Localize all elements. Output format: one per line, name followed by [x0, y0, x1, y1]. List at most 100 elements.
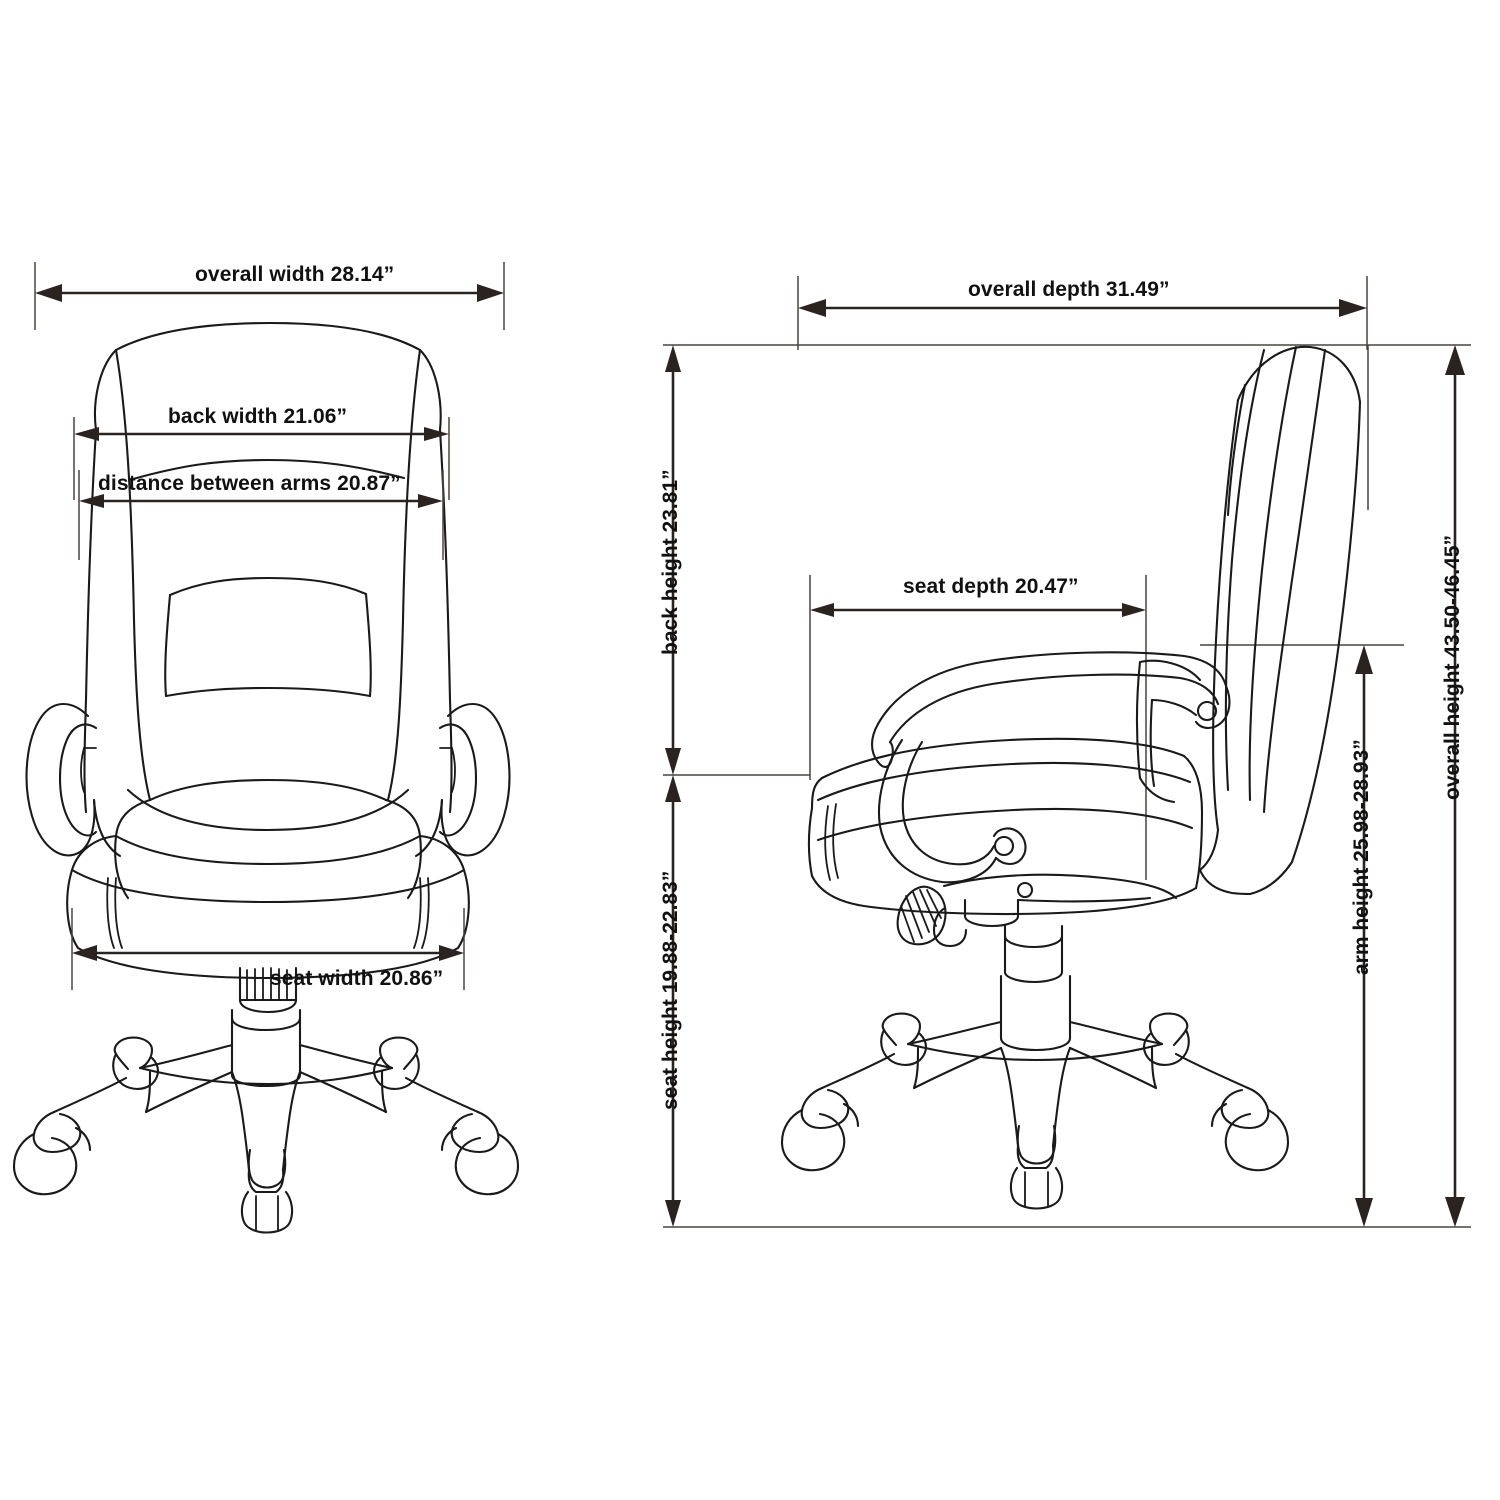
- base-side-upper-arc: [906, 1042, 1164, 1062]
- base-side-spoke-l-upper: [820, 1052, 896, 1090]
- arrowhead-oh-top: [1445, 345, 1465, 375]
- armrest-right-inner: [438, 723, 477, 837]
- arrowhead-ah-top: [1355, 645, 1373, 674]
- cylinder-front: [230, 1008, 302, 1088]
- arrowhead-dba-right: [418, 494, 443, 508]
- caster-side-wheel-l: [780, 1108, 846, 1172]
- base-side-spoke-r-inner: [1150, 1046, 1158, 1090]
- arrowhead-od-left: [798, 299, 826, 317]
- armrest-loop-knuckle: [992, 827, 1027, 866]
- armrest-right-outer: [440, 702, 511, 857]
- base-side-spoke-l-inner: [912, 1046, 920, 1090]
- backrest-inner-right: [386, 348, 422, 802]
- seat-left-seam-detail: [106, 877, 115, 949]
- backrest-side-seam-3: [1262, 348, 1327, 814]
- side-view-group: [663, 276, 1471, 1228]
- backrest-lower-bottom: [1198, 868, 1252, 896]
- arrowhead-ah-bottom: [1355, 1198, 1373, 1227]
- arrowhead-bh-top: [665, 345, 681, 372]
- caster-wheel-right: [454, 1132, 520, 1196]
- gas-cylinder-seam: [1003, 934, 1064, 949]
- seat-mid-seam: [70, 868, 466, 904]
- arrowhead-ow-right: [477, 284, 504, 302]
- knob-rib-2: [912, 891, 930, 933]
- dim-label-overall-width: overall width 28.14”: [195, 263, 395, 286]
- back-support-bottom: [1138, 776, 1176, 804]
- backrest-lower-front: [1198, 828, 1220, 872]
- seat-bottom-edge: [76, 946, 460, 980]
- mechanism-plate-top: [942, 873, 1178, 900]
- caster-side-wheel-front: [1009, 1166, 1064, 1210]
- backrest-left-edge: [83, 428, 98, 814]
- backrest-lower-rear: [1248, 860, 1294, 896]
- caster-wheel-upper-right: [372, 1052, 420, 1090]
- seat-right-seam-detail: [421, 877, 430, 949]
- cylinder-collar-front: [238, 966, 298, 1002]
- caster-side-hub-front: [1016, 1144, 1055, 1170]
- seat-side-bottom: [810, 874, 1198, 916]
- arrowhead-bw-left: [74, 427, 99, 441]
- seat-left-seam-detail-2: [114, 877, 123, 949]
- seat-side-rear-edge: [1182, 754, 1204, 890]
- front-view-group: [12, 262, 520, 1234]
- caster-side-hub-r: [1220, 1086, 1270, 1130]
- back-support-front-2: [1149, 698, 1156, 788]
- seat-cushion-top: [126, 788, 410, 832]
- backrest-side-seam-2: [1248, 345, 1298, 802]
- caster-side-hub-l: [800, 1086, 850, 1130]
- dim-label-back-width: back width 21.06”: [168, 405, 348, 428]
- cylinder-seam: [230, 1016, 302, 1032]
- knob-rib-3: [919, 889, 937, 927]
- tilt-knob: [896, 885, 947, 946]
- arrowhead-sh-top: [665, 775, 681, 802]
- caster-right-detail: [440, 1126, 458, 1152]
- seat-upper-seam: [114, 834, 422, 866]
- armrest-side-rear-cap: [1194, 684, 1231, 730]
- backrest-right-edge: [438, 428, 453, 814]
- armrest-left-detail-2: [80, 747, 85, 793]
- base-upper-arc: [138, 1066, 394, 1086]
- dim-label-overall-depth: overall depth 31.49”: [968, 278, 1170, 301]
- base-side-spoke-l-lower: [912, 1046, 1003, 1090]
- caster-wheel-left: [12, 1132, 78, 1196]
- caster-hub-right: [450, 1110, 500, 1154]
- seat-side-front-seam-a: [824, 805, 831, 881]
- base-side-spoke-ur: [1068, 1020, 1164, 1046]
- backrest-lumbar-upper: [131, 458, 406, 481]
- backrest-pad-left: [164, 593, 172, 698]
- backrest-side-rear-edge: [1290, 400, 1362, 864]
- base-spoke-right-lower-edge: [298, 1070, 388, 1114]
- knob-rib-1: [905, 895, 923, 939]
- caster-side-r-detail: [1210, 1102, 1228, 1128]
- armrest-right-detail-2: [451, 747, 456, 793]
- backrest-lower-seam: [148, 778, 388, 802]
- base-side-spoke-r-upper: [1174, 1052, 1250, 1090]
- arrowhead-sw-right: [439, 945, 464, 961]
- seat-side-top: [820, 737, 1186, 780]
- backrest-side-seam-4: [1226, 383, 1247, 517]
- dim-label-seat-height: seat height 19.88-22.83”: [659, 870, 682, 1110]
- base-spoke-right-inner: [380, 1070, 388, 1114]
- arrowhead-ow-left: [35, 284, 62, 302]
- armrest-loop-inner: [901, 740, 996, 866]
- armrest-left-inner: [59, 723, 98, 837]
- caster-left-detail: [74, 1126, 92, 1152]
- arrowhead-oh-bottom: [1445, 1197, 1465, 1227]
- caster-side-wheel-r: [1224, 1108, 1290, 1172]
- dim-label-back-height: back height 23.81”: [659, 469, 682, 655]
- arrowhead-sw-left: [72, 945, 97, 961]
- knob-rib-4: [926, 889, 942, 919]
- seat-side-seam-2: [816, 807, 1194, 842]
- seat-right-seam-detail-2: [413, 877, 422, 949]
- arrowhead-sd-left: [810, 603, 834, 617]
- arrowhead-bw-right: [424, 427, 449, 441]
- back-support-upper: [1150, 698, 1198, 717]
- dim-label-arm-height: arm height 25.98-28.93”: [1350, 739, 1373, 975]
- backrest-side-front-edge: [1212, 398, 1240, 832]
- backrest-pad-bottom: [164, 686, 372, 698]
- armrest-pivot-front: [993, 835, 1015, 857]
- base-side-spoke-front-left: [999, 1046, 1020, 1148]
- seat-side-front-top: [810, 776, 824, 810]
- caster-hub-left: [32, 1110, 82, 1154]
